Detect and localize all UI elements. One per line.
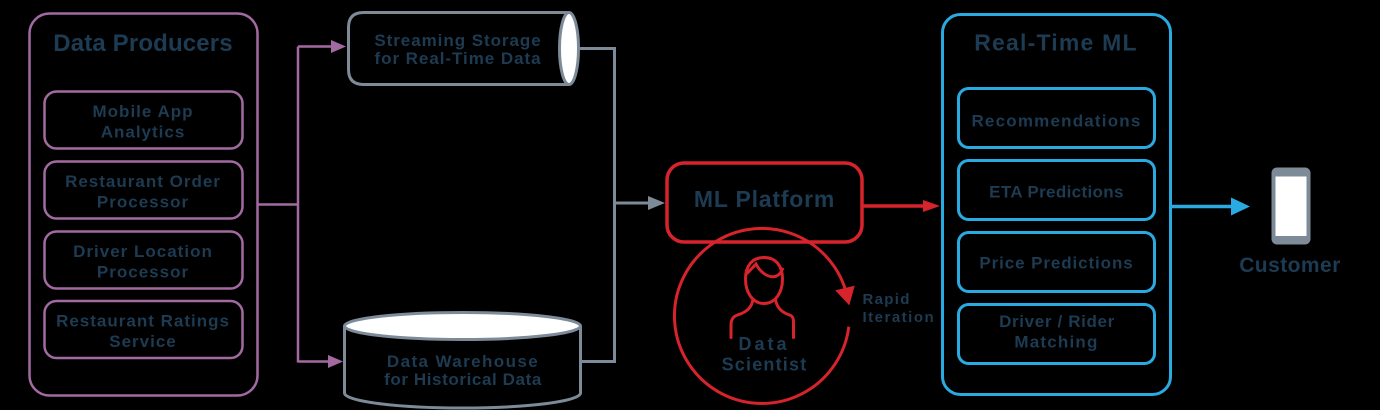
- svg-text:Data: Data: [738, 334, 789, 354]
- svg-text:Price Predictions: Price Predictions: [979, 254, 1133, 273]
- svg-text:for Historical Data: for Historical Data: [384, 370, 542, 389]
- svg-text:Restaurant Ratings: Restaurant Ratings: [56, 312, 230, 331]
- svg-text:Rapid: Rapid: [863, 291, 911, 308]
- svg-text:Real-Time ML: Real-Time ML: [974, 30, 1138, 56]
- svg-text:Processor: Processor: [97, 193, 189, 212]
- svg-text:Scientist: Scientist: [722, 355, 808, 375]
- svg-text:ML Platform: ML Platform: [694, 186, 835, 212]
- svg-text:Streaming Storage: Streaming Storage: [374, 31, 541, 50]
- svg-text:Data Warehouse: Data Warehouse: [387, 352, 539, 371]
- svg-text:Recommendations: Recommendations: [971, 112, 1141, 131]
- svg-text:Iteration: Iteration: [863, 309, 936, 326]
- svg-text:Processor: Processor: [97, 263, 189, 282]
- svg-text:Restaurant Order: Restaurant Order: [65, 172, 221, 191]
- svg-text:Data Producers: Data Producers: [53, 30, 233, 57]
- svg-text:Mobile App: Mobile App: [93, 102, 194, 121]
- svg-text:ETA Predictions: ETA Predictions: [989, 183, 1124, 202]
- svg-text:Driver Location: Driver Location: [73, 242, 213, 261]
- svg-text:Analytics: Analytics: [101, 123, 186, 142]
- svg-text:Customer: Customer: [1239, 254, 1341, 277]
- svg-text:Service: Service: [109, 332, 177, 351]
- svg-text:Driver / Rider: Driver / Rider: [999, 312, 1115, 331]
- svg-text:Matching: Matching: [1014, 333, 1098, 352]
- svg-text:for Real-Time Data: for Real-Time Data: [375, 49, 542, 68]
